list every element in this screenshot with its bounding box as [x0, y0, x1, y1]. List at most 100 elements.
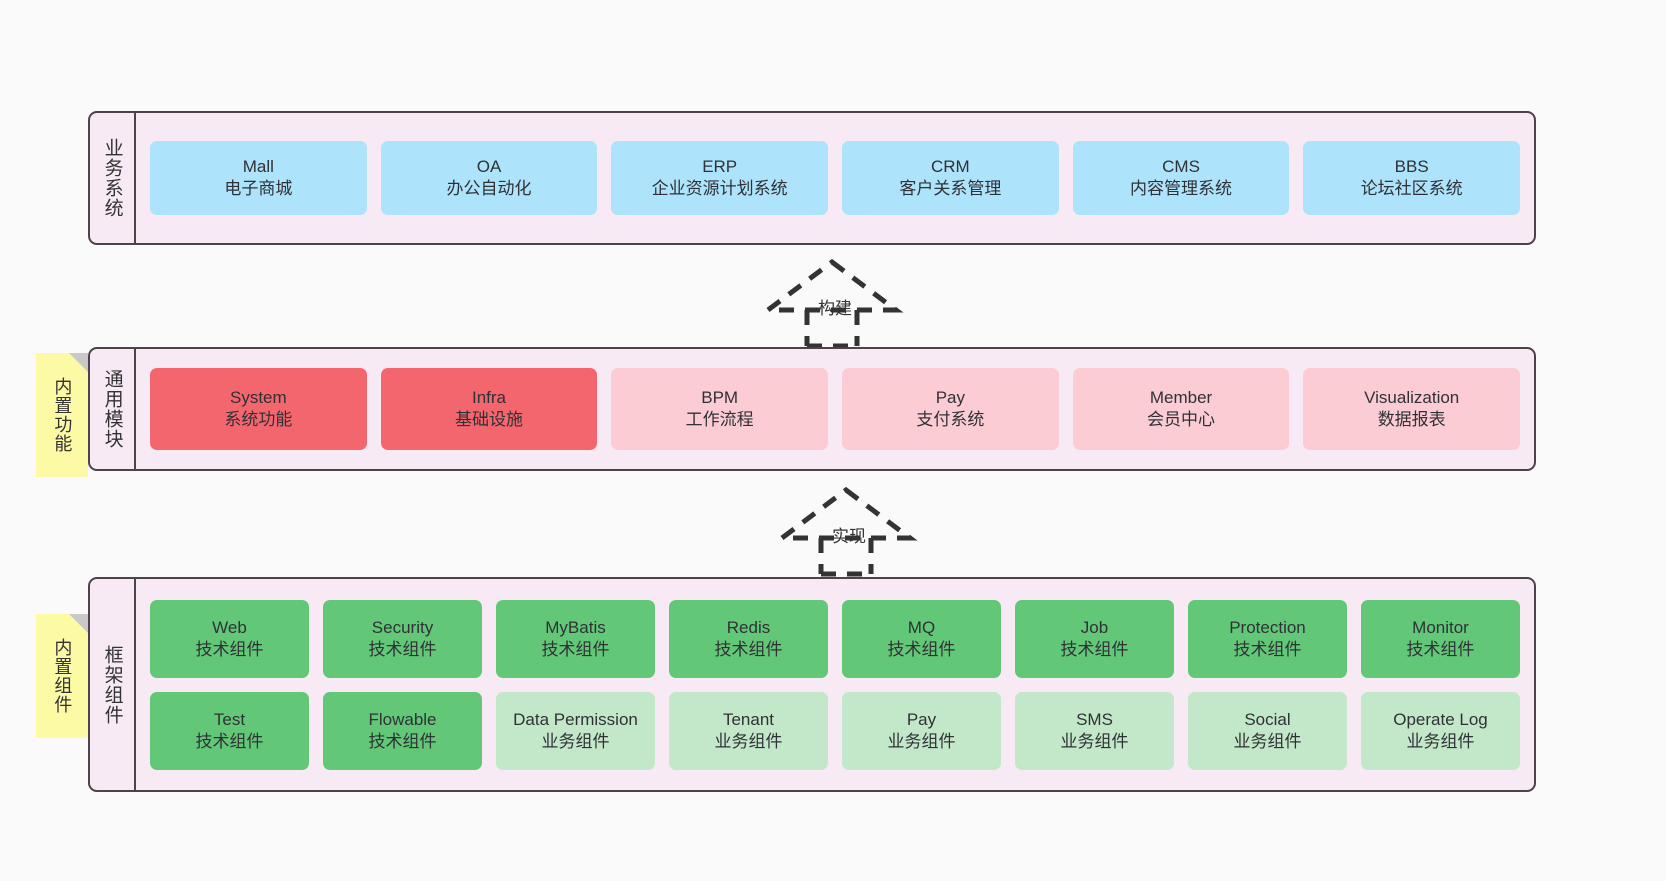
layer-title-framework-components: 框架组件	[90, 579, 136, 790]
node-tenant-name: Tenant	[722, 709, 775, 729]
layer-body-framework-components: Web 技术组件 Security 技术组件 MyBatis 技术组件 Redi…	[136, 579, 1534, 790]
node-erp-desc: 企业资源计划系统	[651, 179, 788, 198]
node-cms[interactable]: CMS 内容管理系统	[1072, 141, 1290, 215]
node-data-permission-name: Data Permission	[513, 709, 638, 729]
node-test-name: Test	[213, 709, 246, 729]
node-member-desc: 会员中心	[1147, 410, 1216, 429]
framework-tech-row: Web 技术组件 Security 技术组件 MyBatis 技术组件 Redi…	[150, 599, 1520, 678]
node-bpm-desc: 工作流程	[685, 410, 754, 429]
node-system-name: System	[229, 388, 287, 408]
layer-framework-components: 框架组件 Web 技术组件 Security 技术组件 MyBatis 技术组件…	[88, 577, 1536, 792]
node-job-name: Job	[1080, 617, 1109, 637]
node-web[interactable]: Web 技术组件	[150, 599, 309, 678]
node-mall-name: Mall	[242, 157, 274, 177]
sticky-note-builtin-components-label: 内置组件	[52, 638, 73, 714]
node-flowable-name: Flowable	[368, 709, 437, 729]
node-pay-component[interactable]: Pay 业务组件	[842, 691, 1001, 770]
node-social-desc: 业务组件	[1233, 731, 1302, 751]
node-redis[interactable]: Redis 技术组件	[669, 599, 828, 678]
node-infra[interactable]: Infra 基础设施	[380, 368, 598, 450]
node-infra-desc: 基础设施	[455, 410, 523, 429]
node-job-desc: 技术组件	[1060, 639, 1129, 659]
node-protection-desc: 技术组件	[1233, 639, 1302, 659]
node-protection[interactable]: Protection 技术组件	[1188, 599, 1347, 678]
node-security[interactable]: Security 技术组件	[323, 599, 482, 678]
node-operate-log-desc: 业务组件	[1406, 731, 1475, 751]
node-pay-module[interactable]: Pay 支付系统	[842, 368, 1059, 450]
sticky-note-builtin-components: 内置组件	[36, 614, 88, 738]
node-mybatis-desc: 技术组件	[541, 639, 610, 659]
node-bbs[interactable]: BBS 论坛社区系统	[1303, 141, 1521, 215]
node-cms-desc: 内容管理系统	[1130, 179, 1233, 198]
build-arrow-head	[760, 258, 904, 313]
node-mybatis-name: MyBatis	[545, 617, 606, 637]
node-monitor[interactable]: Monitor 技术组件	[1361, 599, 1520, 678]
node-test-desc: 技术组件	[195, 731, 264, 751]
node-cms-name: CMS	[1162, 157, 1200, 177]
sticky-note-builtin-features-label: 内置功能	[52, 377, 73, 453]
node-data-permission[interactable]: Data Permission 业务组件	[496, 691, 655, 770]
node-bbs-desc: 论坛社区系统	[1360, 179, 1463, 198]
layer-title-business-systems: 业务系统	[90, 113, 136, 243]
node-visualization[interactable]: Visualization 数据报表	[1303, 368, 1521, 450]
build-arrow-stem	[804, 310, 860, 349]
node-crm-name: CRM	[930, 157, 970, 177]
node-mall-desc: 电子商城	[224, 179, 293, 198]
node-data-permission-desc: 业务组件	[541, 731, 610, 751]
connector-implement-label: 实现	[832, 527, 866, 546]
layer-body-business-systems: Mall 电子商城 OA 办公自动化 ERP 企业资源计划系统 CRM 客户关系…	[136, 113, 1534, 243]
node-mall[interactable]: Mall 电子商城	[150, 141, 367, 215]
node-bpm-name: BPM	[701, 388, 739, 408]
node-pay-module-name: Pay	[935, 388, 965, 408]
node-redis-name: Redis	[726, 617, 771, 637]
node-system-desc: 系统功能	[224, 410, 293, 429]
node-web-desc: 技术组件	[195, 639, 264, 659]
node-monitor-name: Monitor	[1412, 617, 1469, 637]
node-web-name: Web	[212, 617, 247, 637]
node-mq[interactable]: MQ 技术组件	[842, 599, 1001, 678]
node-erp[interactable]: ERP 企业资源计划系统	[611, 141, 829, 215]
connector-build: 构建	[757, 258, 907, 349]
layer-title-common-modules: 通用模块	[90, 349, 136, 469]
node-job[interactable]: Job 技术组件	[1015, 599, 1174, 678]
node-protection-name: Protection	[1229, 617, 1306, 637]
node-pay-module-desc: 支付系统	[916, 410, 985, 429]
node-sms-desc: 业务组件	[1060, 731, 1129, 751]
node-crm[interactable]: CRM 客户关系管理	[842, 141, 1059, 215]
connector-build-label: 构建	[818, 299, 852, 318]
note-fold-corner	[69, 353, 88, 372]
node-mybatis[interactable]: MyBatis 技术组件	[496, 599, 655, 678]
implement-arrow-stem	[818, 538, 874, 577]
node-member-name: Member	[1149, 388, 1213, 408]
node-social-name: Social	[1244, 709, 1291, 729]
connector-implement: 实现	[771, 486, 921, 577]
node-flowable[interactable]: Flowable 技术组件	[323, 691, 482, 770]
sticky-note-builtin-features: 内置功能	[36, 353, 88, 477]
node-member[interactable]: Member 会员中心	[1072, 368, 1290, 450]
node-visualization-name: Visualization	[1364, 388, 1460, 408]
layer-common-modules: 通用模块 System 系统功能 Infra 基础设施 BPM 工作流程 Pay…	[88, 347, 1536, 471]
node-oa-name: OA	[476, 157, 502, 177]
node-oa[interactable]: OA 办公自动化	[380, 141, 598, 215]
layer-body-common-modules: System 系统功能 Infra 基础设施 BPM 工作流程 Pay 支付系统…	[136, 349, 1534, 469]
node-visualization-desc: 数据报表	[1377, 410, 1446, 429]
node-pay-component-name: Pay	[906, 709, 937, 729]
node-test[interactable]: Test 技术组件	[150, 691, 309, 770]
node-sms[interactable]: SMS 业务组件	[1015, 691, 1174, 770]
node-social[interactable]: Social 业务组件	[1188, 691, 1347, 770]
node-operate-log-name: Operate Log	[1393, 709, 1488, 729]
node-crm-desc: 客户关系管理	[899, 179, 1002, 198]
node-tenant[interactable]: Tenant 业务组件	[669, 691, 828, 770]
node-security-desc: 技术组件	[368, 639, 437, 659]
node-mq-name: MQ	[907, 617, 936, 637]
note-fold-corner	[69, 614, 88, 633]
node-security-name: Security	[371, 617, 434, 637]
common-modules-row: System 系统功能 Infra 基础设施 BPM 工作流程 Pay 支付系统…	[150, 368, 1521, 450]
node-bpm[interactable]: BPM 工作流程	[611, 368, 829, 450]
node-monitor-desc: 技术组件	[1406, 639, 1475, 659]
framework-business-row: Test 技术组件 Flowable 技术组件 Data Permission …	[150, 691, 1520, 770]
node-operate-log[interactable]: Operate Log 业务组件	[1361, 691, 1520, 770]
node-flowable-desc: 技术组件	[368, 731, 437, 751]
node-system[interactable]: System 系统功能	[150, 368, 367, 450]
